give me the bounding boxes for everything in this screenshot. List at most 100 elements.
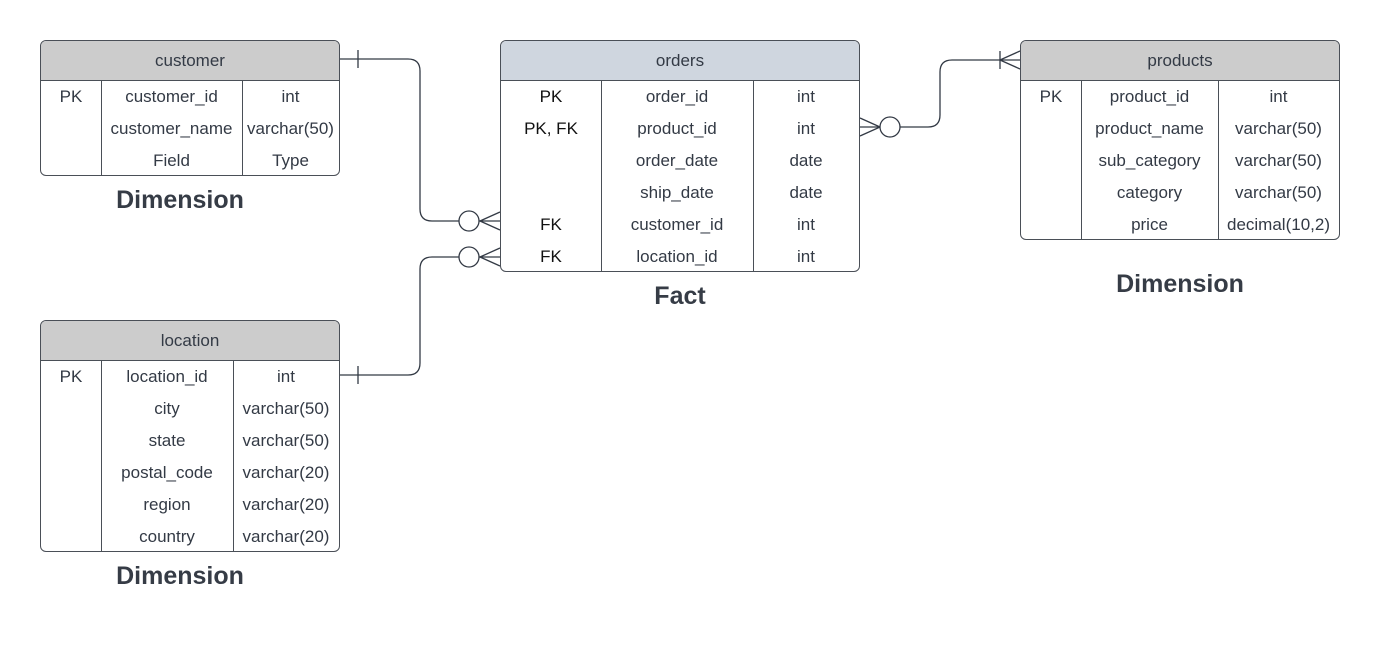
table-row: category varchar(50) — [1021, 177, 1339, 209]
column-divider — [1081, 81, 1082, 239]
type-cell: int — [797, 87, 815, 106]
type-cell: varchar(20) — [242, 495, 330, 514]
key-cell — [501, 145, 601, 177]
key-cell — [41, 521, 101, 551]
table-body: PK product_id int product_name varchar(5… — [1021, 81, 1339, 239]
location-caption: Dimension — [116, 562, 244, 590]
field-cell: order_id — [645, 87, 709, 106]
column-divider — [242, 81, 243, 175]
key-cell: PK — [1039, 87, 1063, 106]
crowfoot-marker — [479, 247, 501, 258]
table-row: PK location_id int — [41, 361, 339, 393]
key-cell — [41, 113, 101, 145]
field-cell: city — [154, 399, 180, 418]
customer-table[interactable]: customer PK customer_id int customer_nam… — [40, 40, 340, 176]
field-cell: region — [143, 495, 191, 514]
crowfoot-marker — [859, 126, 881, 137]
type-cell: int — [277, 367, 295, 386]
table-body: PK customer_id int customer_name varchar… — [41, 81, 339, 175]
table-row: region varchar(20) — [41, 489, 339, 521]
customer-caption: Dimension — [116, 186, 244, 214]
type-cell: varchar(50) — [1235, 151, 1322, 170]
products-caption: Dimension — [1116, 270, 1244, 298]
type-cell: varchar(20) — [242, 527, 330, 546]
table-row: order_date date — [501, 145, 859, 177]
type-cell: varchar(50) — [242, 431, 330, 450]
crowfoot-marker — [999, 59, 1021, 70]
table-row: postal_code varchar(20) — [41, 457, 339, 489]
orders-table[interactable]: orders PK order_id int PK, FK product_id… — [500, 40, 860, 272]
table-row: city varchar(50) — [41, 393, 339, 425]
field-cell: product_name — [1095, 119, 1204, 138]
field-cell: order_date — [635, 151, 719, 170]
table-row: Field Type — [41, 145, 339, 175]
field-cell: location_id — [636, 247, 718, 266]
crowfoot-marker — [999, 50, 1021, 61]
crowfoot-marker — [479, 211, 501, 222]
table-row: FK location_id int — [501, 241, 859, 271]
key-cell: FK — [540, 247, 562, 266]
key-cell: PK — [59, 367, 83, 386]
key-cell — [1021, 209, 1081, 239]
key-cell — [41, 425, 101, 457]
type-cell: date — [789, 151, 823, 170]
table-row: PK product_id int — [1021, 81, 1339, 113]
connector-location-orders — [340, 246, 501, 384]
key-cell: FK — [540, 215, 562, 234]
table-title: products — [1021, 41, 1339, 81]
key-cell: PK — [59, 87, 83, 106]
table-body: PK location_id int city varchar(50) stat… — [41, 361, 339, 551]
type-cell: varchar(50) — [242, 399, 330, 418]
table-row: state varchar(50) — [41, 425, 339, 457]
table-row: country varchar(20) — [41, 521, 339, 551]
field-cell: postal_code — [121, 463, 213, 482]
orders-caption: Fact — [654, 282, 706, 310]
products-table[interactable]: products PK product_id int product_name … — [1020, 40, 1340, 240]
location-table[interactable]: location PK location_id int city varchar… — [40, 320, 340, 552]
field-cell: customer_id — [125, 87, 218, 106]
type-cell: int — [1269, 87, 1288, 106]
type-cell: varchar(20) — [242, 463, 330, 482]
column-divider — [233, 361, 234, 551]
type-cell: varchar(50) — [1235, 119, 1322, 138]
field-cell: state — [148, 431, 186, 450]
table-row: price decimal(10,2) — [1021, 209, 1339, 239]
table-row: PK customer_id int — [41, 81, 339, 113]
type-cell: Type — [272, 151, 309, 170]
type-cell: varchar(50) — [1235, 183, 1322, 202]
field-cell: customer_id — [630, 215, 724, 234]
key-cell — [41, 145, 101, 175]
column-divider — [101, 361, 102, 551]
type-cell: varchar(50) — [247, 119, 334, 138]
zero-marker — [879, 116, 901, 138]
field-cell: ship_date — [640, 183, 714, 202]
table-row: PK order_id int — [501, 81, 859, 113]
table-row: sub_category varchar(50) — [1021, 145, 1339, 177]
field-cell: location_id — [126, 367, 208, 386]
field-cell: product_id — [1109, 87, 1190, 106]
key-cell: PK — [539, 87, 563, 106]
table-title: orders — [501, 41, 859, 81]
key-cell — [1021, 177, 1081, 209]
field-cell: sub_category — [1098, 151, 1201, 170]
table-title: customer — [41, 41, 339, 81]
column-divider — [101, 81, 102, 175]
column-divider — [601, 81, 602, 271]
zero-marker — [458, 246, 480, 268]
table-body: PK order_id int PK, FK product_id int or… — [501, 81, 859, 271]
field-cell: country — [139, 527, 195, 546]
column-divider — [1218, 81, 1219, 239]
connector-orders-products — [859, 50, 1021, 138]
connector-line — [860, 59, 1020, 128]
connector-line — [340, 256, 500, 376]
table-row: product_name varchar(50) — [1021, 113, 1339, 145]
key-cell — [1021, 113, 1081, 145]
field-cell: product_id — [637, 119, 717, 138]
table-row: ship_date date — [501, 177, 859, 209]
column-divider — [753, 81, 754, 271]
type-cell: int — [281, 87, 300, 106]
connector-line — [340, 58, 500, 222]
type-cell: int — [797, 247, 815, 266]
type-cell: decimal(10,2) — [1227, 215, 1330, 234]
key-cell — [41, 489, 101, 521]
